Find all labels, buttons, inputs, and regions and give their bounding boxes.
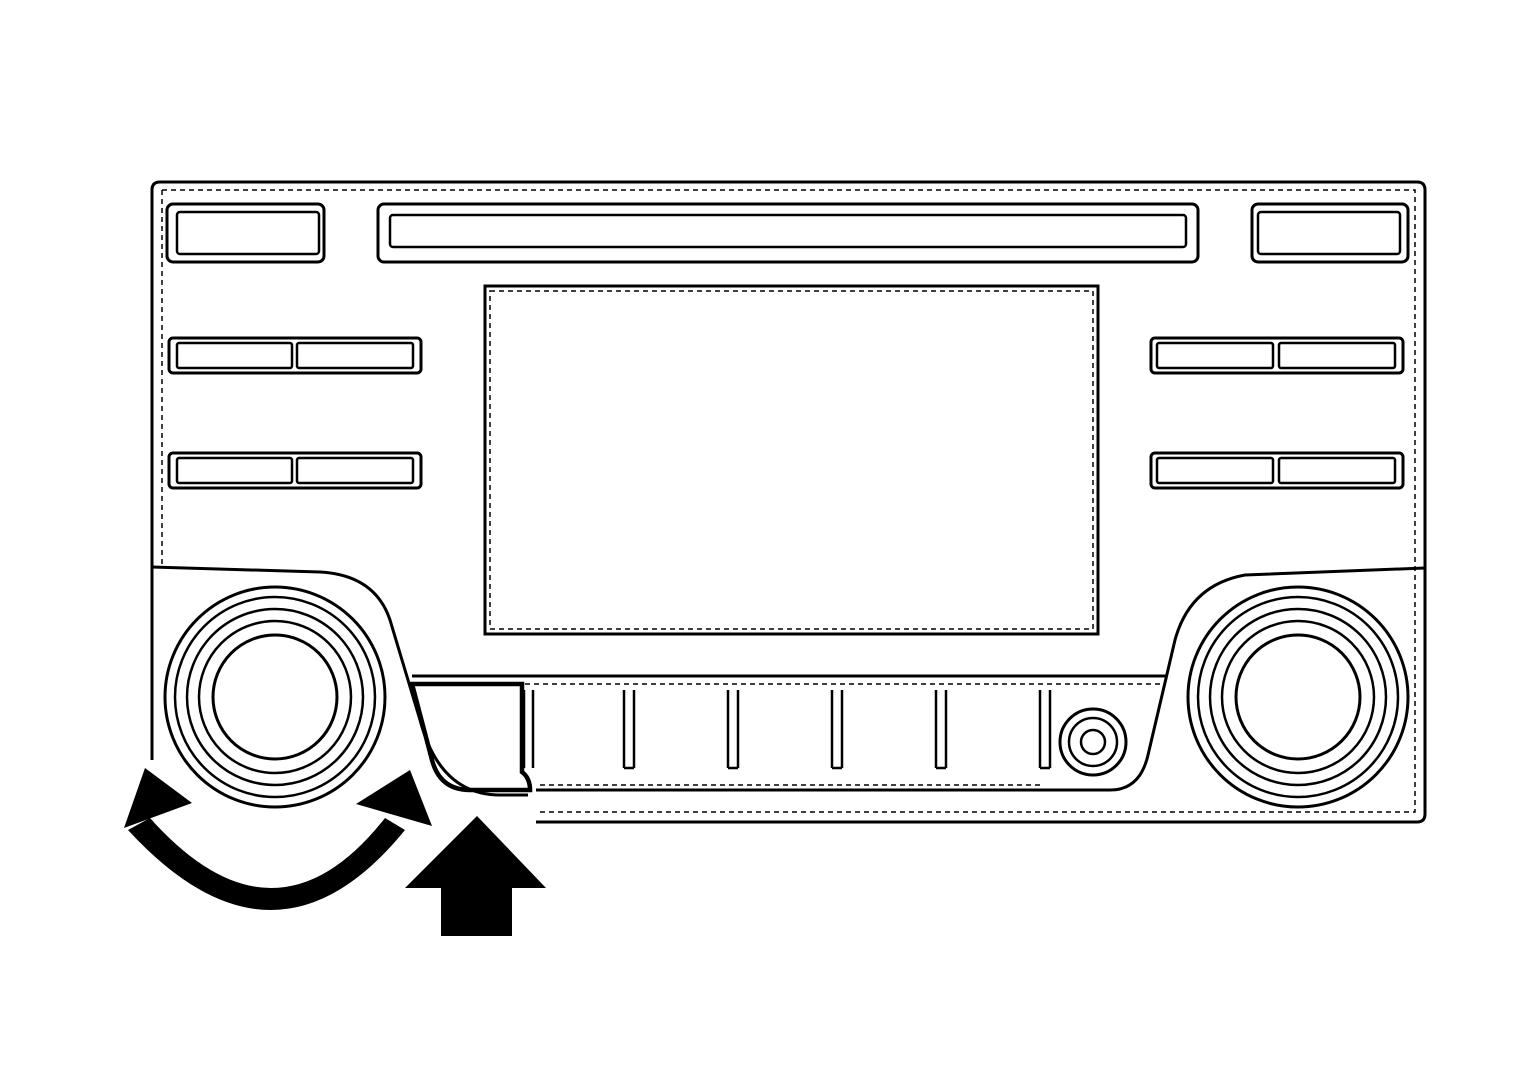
- display-screen: [483, 284, 1100, 636]
- cd-slot[interactable]: [376, 202, 1200, 264]
- faceplate: [150, 180, 1427, 824]
- right-preset-row-2[interactable]: [1149, 451, 1405, 490]
- right-knob[interactable]: [1186, 585, 1410, 809]
- top-right-button[interactable]: [1250, 202, 1410, 264]
- lower-bezel: [151, 565, 1426, 797]
- left-knob[interactable]: [163, 585, 387, 809]
- left-preset-row-2[interactable]: [167, 451, 423, 490]
- right-preset-row-1[interactable]: [1149, 336, 1405, 375]
- trim-panel-highlight[interactable]: [409, 681, 533, 793]
- left-preset-row-1[interactable]: [167, 336, 423, 375]
- rotate-arrow: [124, 768, 432, 910]
- top-left-button[interactable]: [165, 202, 326, 264]
- aux-jack[interactable]: [1058, 707, 1128, 777]
- bottom-buttons[interactable]: [522, 690, 1052, 786]
- up-arrow: [405, 816, 546, 936]
